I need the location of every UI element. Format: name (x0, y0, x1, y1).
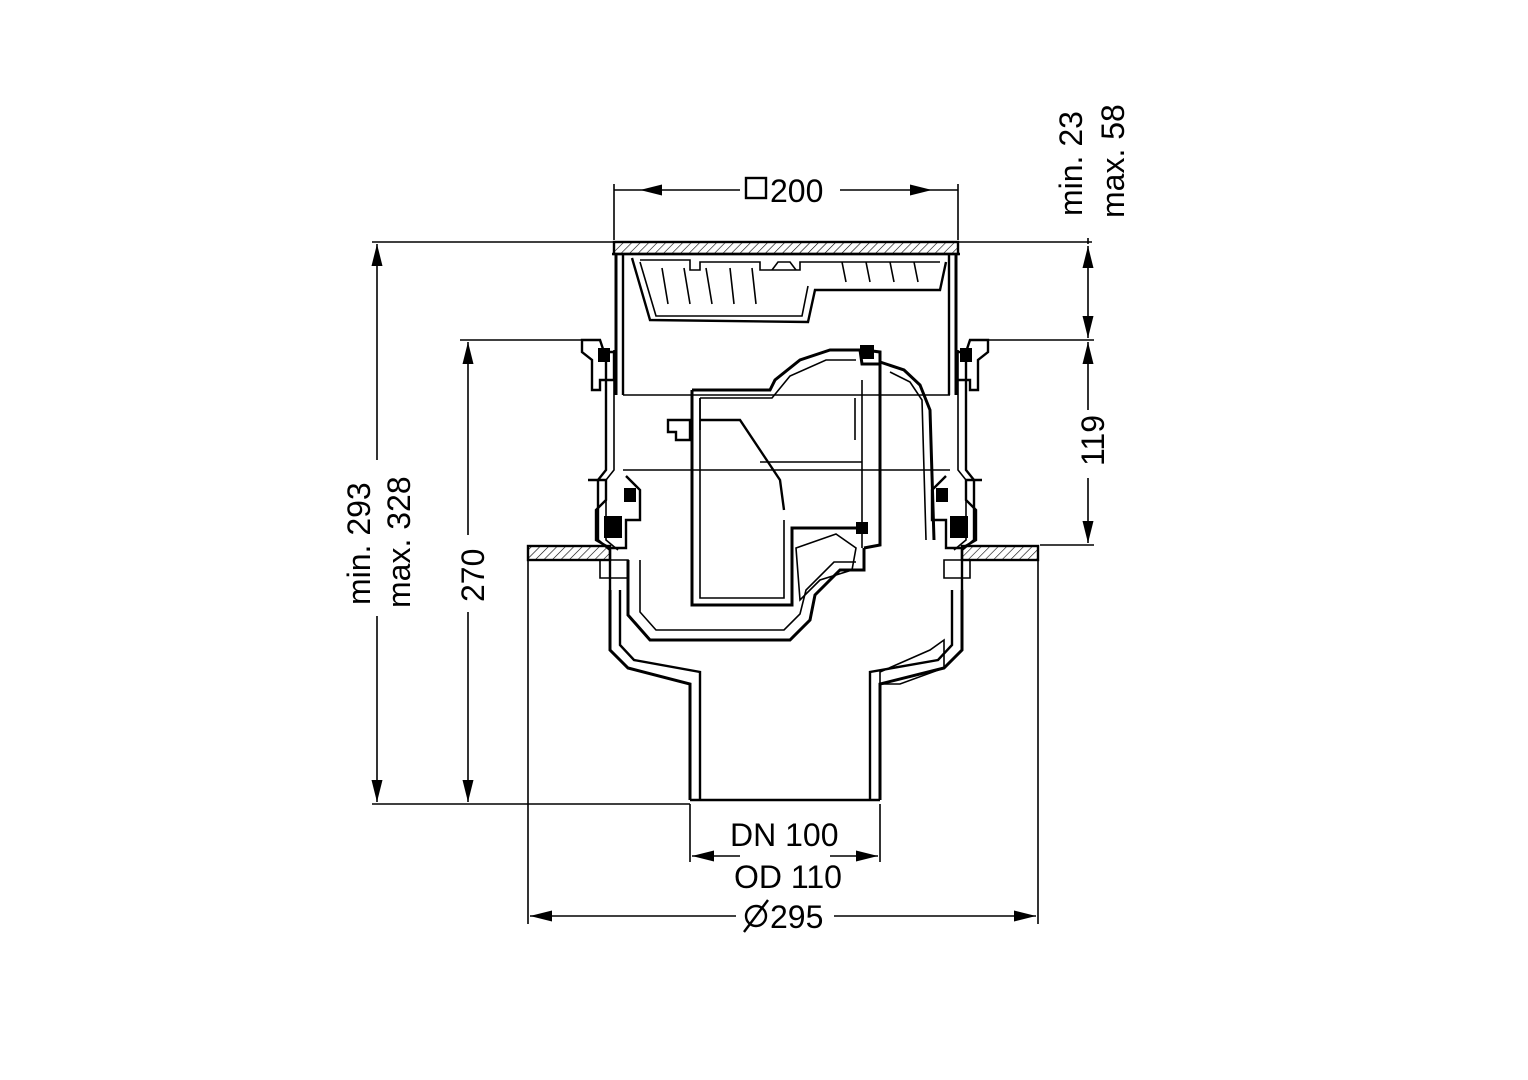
main-body (608, 548, 964, 802)
grate (612, 240, 960, 395)
sealing-flange (526, 544, 1040, 568)
dim-total-max-label: max. 328 (381, 476, 417, 608)
dim-grate-width-label: 200 (770, 173, 823, 209)
dim-adjust-min-label: min. 23 (1053, 111, 1089, 216)
dim-grate-width: 200 (613, 173, 959, 240)
diameter-symbol-icon (743, 899, 769, 933)
dimension-lines: 200 min. 293 max. 328 270 min. 23 max. 5… (341, 104, 1131, 935)
dim-outlet: DN 100 OD 110 (689, 804, 881, 895)
dim-body-height: 270 (455, 339, 584, 802)
odour-trap-insert (666, 345, 936, 607)
dim-flange-height: 119 (986, 339, 1111, 546)
left-clamp-detail (580, 338, 642, 579)
dim-flange-diameter-label: 295 (770, 899, 823, 935)
dim-adjust-max-label: max. 58 (1095, 104, 1131, 218)
dim-body-height-label: 270 (455, 549, 491, 602)
dim-total-min-label: min. 293 (341, 482, 377, 605)
dim-outlet-dn-label: DN 100 (730, 817, 839, 853)
outlet-pipe (688, 684, 882, 800)
right-clamp-detail (930, 338, 990, 579)
square-symbol-icon (744, 176, 768, 200)
dim-adjustment: min. 23 max. 58 (958, 104, 1131, 338)
upper-sleeve (596, 350, 976, 590)
drain-body (526, 240, 1040, 802)
dim-flange-height-label: 119 (1075, 415, 1111, 466)
dim-outlet-od-label: OD 110 (734, 859, 842, 895)
dim-total-height: min. 293 max. 328 (341, 241, 690, 805)
dim-flange-diameter: 295 (527, 568, 1039, 935)
